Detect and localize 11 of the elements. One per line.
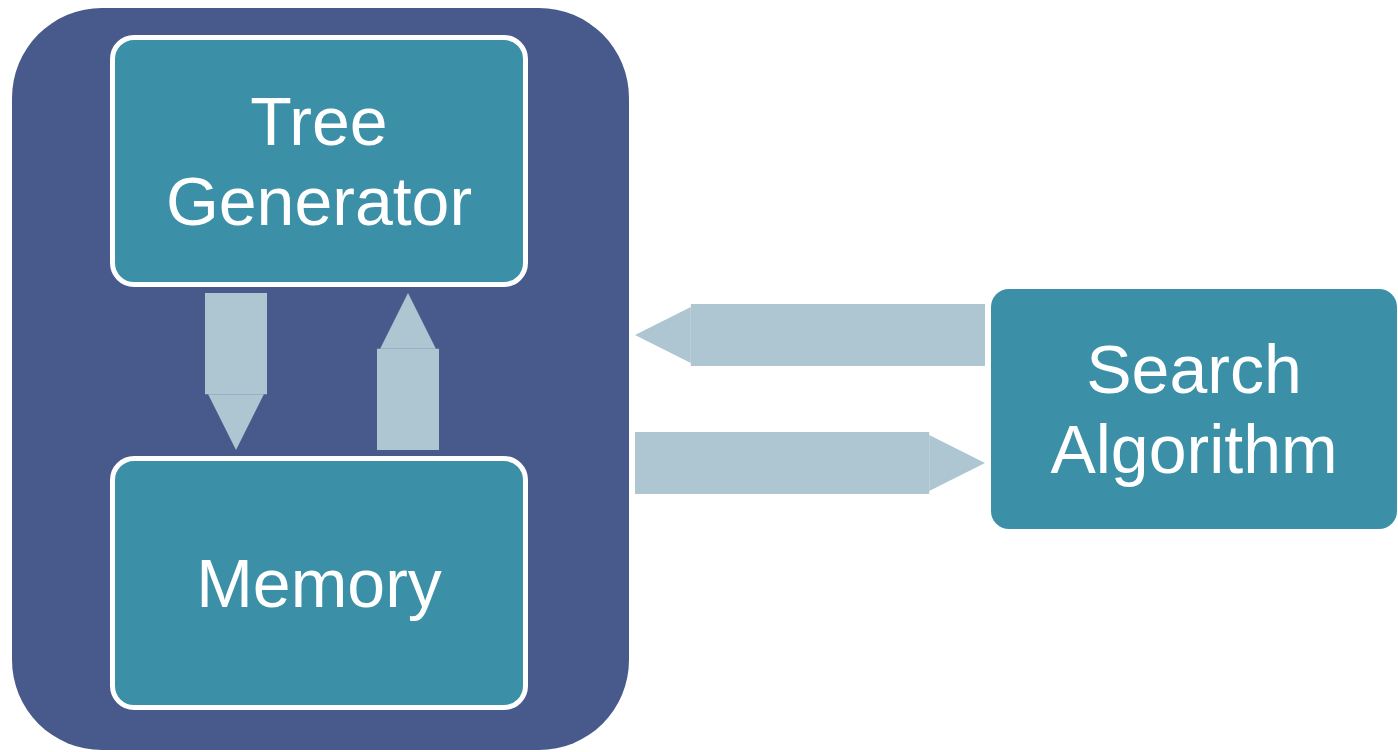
block-arrow [205,293,267,450]
process-box [110,456,528,710]
block-arrow [635,304,985,366]
node-label: Tree Generator [164,81,474,241]
node-label: Search Algorithm [1049,329,1339,489]
node-label: Memory [196,543,442,623]
process-box [110,35,528,287]
block-arrow [377,293,439,450]
block-arrow [635,432,985,494]
container-panel [12,8,629,750]
process-box [991,289,1397,529]
